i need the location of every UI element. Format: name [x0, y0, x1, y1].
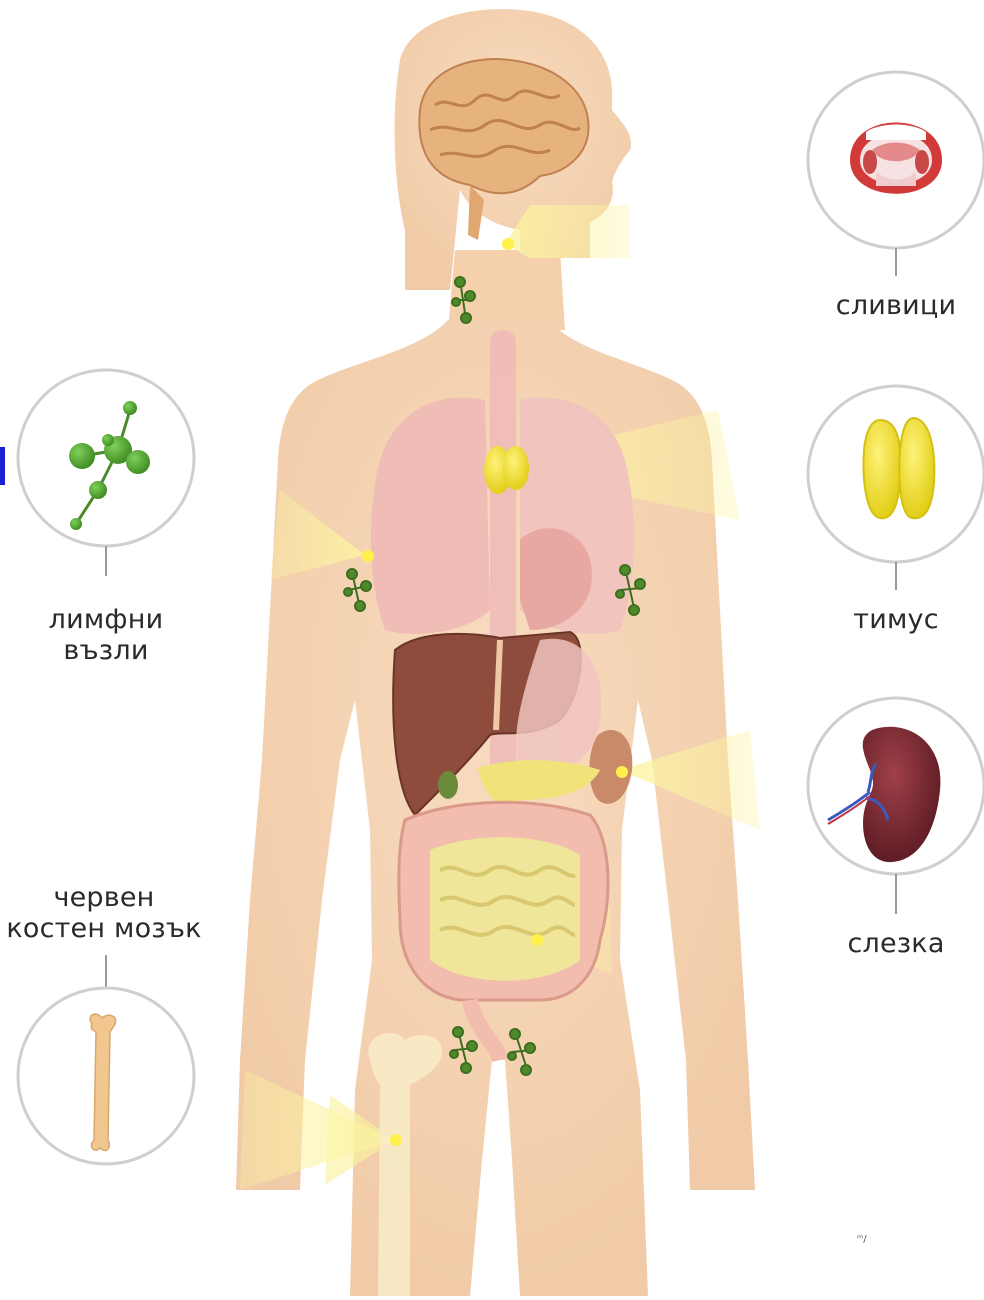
tonsils-callout — [808, 72, 984, 276]
label-lymph-nodes-line2: възли — [20, 635, 192, 666]
thymus-callout — [808, 386, 984, 590]
lymph-nodes-callout — [18, 370, 194, 576]
left-edge-marker — [0, 447, 5, 485]
spleen-callout — [808, 698, 984, 914]
thymus-in-body — [484, 446, 529, 494]
mouth-tonsils-icon — [850, 123, 942, 194]
label-spleen: слезка — [826, 928, 966, 959]
gallbladder — [438, 771, 458, 799]
signature-mark: ᵐ/ — [857, 1234, 867, 1245]
label-tonsils: сливици — [826, 290, 966, 321]
label-bone-marrow-line2: костен мозък — [4, 913, 204, 944]
liver-divider — [496, 640, 500, 730]
label-lymph-nodes: лимфни възли — [20, 604, 192, 666]
label-thymus: тимус — [826, 604, 966, 635]
bone-marrow-callout — [18, 955, 194, 1164]
label-lymph-nodes-line1: лимфни — [20, 604, 192, 635]
label-bone-marrow-line1: червен — [4, 882, 204, 913]
label-red-bone-marrow: червен костен мозък — [4, 882, 204, 944]
